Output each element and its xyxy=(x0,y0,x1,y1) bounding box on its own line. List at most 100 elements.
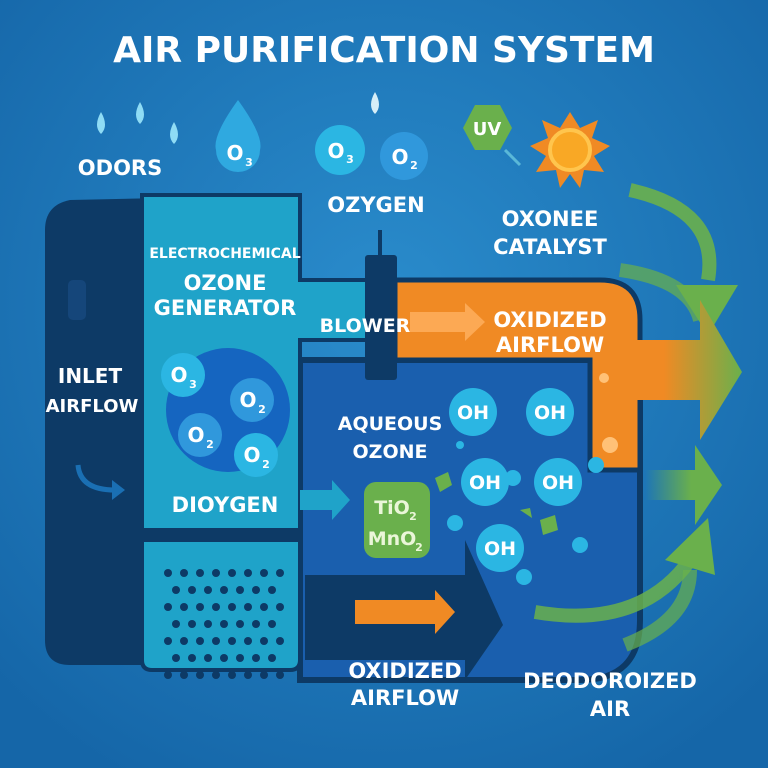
vent-hole xyxy=(252,654,260,662)
vent-hole xyxy=(244,603,252,611)
molecule-symbol: O xyxy=(239,388,256,412)
vent-hole xyxy=(196,671,204,679)
page-title: AIR PURIFICATION SYSTEM xyxy=(113,30,655,71)
vent-hole xyxy=(196,569,204,577)
molecule-symbol: O xyxy=(170,363,187,387)
molecule-bubble xyxy=(161,353,205,397)
vent-hole xyxy=(268,586,276,594)
mno2-label: MnO xyxy=(368,528,417,550)
vent-hole xyxy=(236,586,244,594)
vent-hole xyxy=(172,586,180,594)
machine-slot xyxy=(68,280,86,320)
vent-hole xyxy=(268,654,276,662)
uv-arrow-icon xyxy=(503,148,522,167)
vent-hole xyxy=(172,654,180,662)
catalyst-box xyxy=(364,482,430,558)
vent-hole xyxy=(236,654,244,662)
oh-radical xyxy=(476,524,524,572)
inlet-arrow-icon xyxy=(75,464,116,493)
generator-label-line2: OZONE xyxy=(184,271,267,295)
oh-label: OH xyxy=(484,538,516,560)
tio2-label: TiO xyxy=(374,497,410,519)
ozygen-label: OZYGEN xyxy=(327,193,424,217)
particles xyxy=(435,472,558,535)
oh-radical xyxy=(526,388,574,436)
vent-hole xyxy=(260,671,268,679)
dioygen-label: DIOYGEN xyxy=(172,493,279,517)
generator-label-line3: GENERATOR xyxy=(154,296,297,320)
molecule-subscript: 2 xyxy=(262,458,270,471)
deodorized-arrowhead-icon xyxy=(665,518,715,575)
output-arrow-middle xyxy=(645,445,722,525)
oh-label: OH xyxy=(469,472,501,494)
aqueous-label-line1: AQUEOUS xyxy=(338,413,443,435)
vent-hole xyxy=(180,603,188,611)
vent-hole xyxy=(244,569,252,577)
blower xyxy=(365,255,397,380)
grille-vents-icon xyxy=(164,569,284,679)
vent-hole xyxy=(252,620,260,628)
catalyst-label-line2: CATALYST xyxy=(493,235,607,259)
vent-hole xyxy=(228,603,236,611)
odors-label: ODORS xyxy=(78,156,162,180)
vent-hole xyxy=(204,620,212,628)
vent-hole xyxy=(188,654,196,662)
vent-hole xyxy=(212,637,220,645)
vent-hole xyxy=(220,620,228,628)
deodorized-curved-arrows-icon xyxy=(533,555,697,652)
deodorized-line2: AIR xyxy=(590,697,630,721)
sun-icon xyxy=(530,112,610,188)
vent-hole xyxy=(188,620,196,628)
o2-molecule xyxy=(380,132,428,180)
vent-hole xyxy=(276,569,284,577)
vent-hole xyxy=(220,586,228,594)
o3-symbol: O xyxy=(327,139,344,163)
vent-hole xyxy=(172,620,180,628)
vent-hole xyxy=(228,569,236,577)
drop-o3-symbol: O xyxy=(226,141,243,165)
vent-hole xyxy=(236,620,244,628)
molecule-subscript: 3 xyxy=(189,378,197,391)
drop-o3-sub: 3 xyxy=(245,156,253,169)
dioygen-arrow-icon xyxy=(300,480,350,520)
uv-label: UV xyxy=(473,119,502,140)
vent-hole xyxy=(276,671,284,679)
green-arrowhead-icon xyxy=(676,285,738,335)
vent-hole xyxy=(228,671,236,679)
ozone-drop-icon xyxy=(215,100,261,172)
vent-hole xyxy=(180,671,188,679)
uv-badge xyxy=(463,105,512,150)
molecule-subscript: 2 xyxy=(206,438,214,451)
molecule-bubble xyxy=(234,433,278,477)
generator-label-line1: ELECTROCHEMICAL xyxy=(149,246,300,262)
vent-hole xyxy=(164,671,172,679)
vent-hole xyxy=(260,637,268,645)
vent-hole xyxy=(204,586,212,594)
oxidized-bottom-line1: OXIDIZED xyxy=(348,659,461,683)
blower-arrow-icon xyxy=(410,303,485,341)
odor-droplets-icon xyxy=(97,92,379,144)
oxidized-top-line1: OXIDIZED xyxy=(493,308,606,332)
vent-hole xyxy=(204,654,212,662)
vent-hole xyxy=(260,569,268,577)
oh-label: OH xyxy=(534,402,566,424)
output-arrow-top xyxy=(600,300,742,440)
vent-hole xyxy=(260,603,268,611)
vent-hole xyxy=(244,671,252,679)
oh-radical xyxy=(449,388,497,436)
oh-radical xyxy=(534,458,582,506)
o3-sub: 3 xyxy=(346,153,354,166)
oh-radical xyxy=(461,458,509,506)
vent-hole xyxy=(212,569,220,577)
vent-hole xyxy=(164,569,172,577)
inlet-label-line2: AIRFLOW xyxy=(46,396,139,417)
vent-hole xyxy=(180,569,188,577)
duct-bubble xyxy=(599,373,609,383)
vent-hole xyxy=(252,586,260,594)
vent-hole xyxy=(212,671,220,679)
oh-label: OH xyxy=(457,402,489,424)
vent-hole xyxy=(276,637,284,645)
vent-hole xyxy=(180,637,188,645)
vent-hole xyxy=(220,654,228,662)
